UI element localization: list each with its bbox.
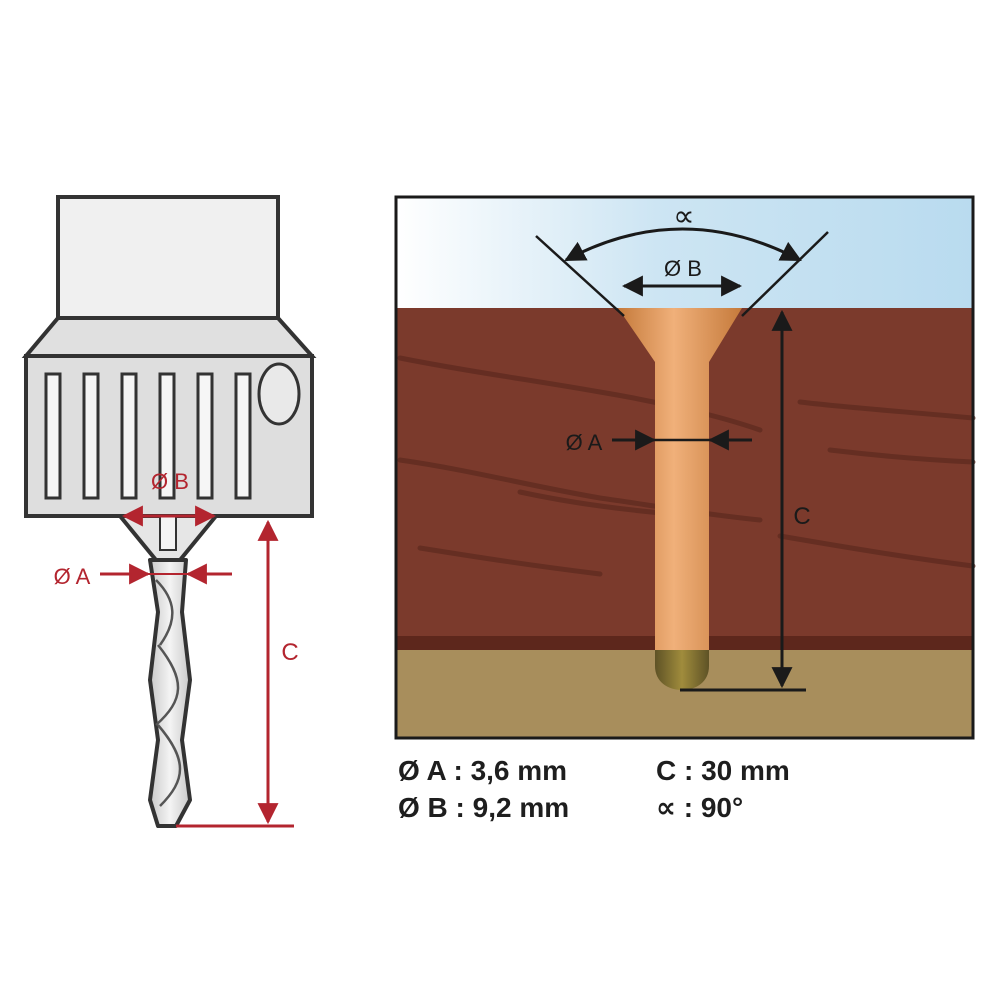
- countersink-bit-illustration: Ø B Ø A C: [21, 195, 317, 828]
- right-label-angle: ∝: [673, 200, 694, 233]
- right-label-diam-a: Ø A: [566, 430, 603, 455]
- right-label-diam-b: Ø B: [664, 256, 702, 281]
- left-label-depth-c: C: [281, 639, 298, 666]
- spec-depth-c: C : 30 mm: [656, 755, 790, 786]
- countersunk-hole: [618, 308, 742, 650]
- bit-set-screw: [257, 362, 301, 426]
- angle-arc: [564, 227, 802, 262]
- bit-collar: [21, 316, 317, 358]
- right-label-depth-c: C: [793, 503, 810, 530]
- left-label-diam-a: Ø A: [54, 564, 91, 589]
- spec-angle: ∝ : 90°: [656, 792, 743, 823]
- left-label-diam-b: Ø B: [151, 469, 189, 494]
- pilot-hole-tip: [655, 650, 709, 690]
- bit-shank: [56, 195, 280, 320]
- spec-diam-b: Ø B : 9,2 mm: [398, 792, 569, 823]
- spec-diam-a: Ø A : 3,6 mm: [398, 755, 567, 786]
- cross-section-frame: [394, 195, 975, 740]
- countersink-cross-section: ∝ Ø B Ø A C: [394, 195, 976, 740]
- specifications: Ø A : 3,6 mm Ø B : 9,2 mm C : 30 mm ∝ : …: [398, 755, 790, 823]
- bit-flute-slots: [44, 372, 252, 500]
